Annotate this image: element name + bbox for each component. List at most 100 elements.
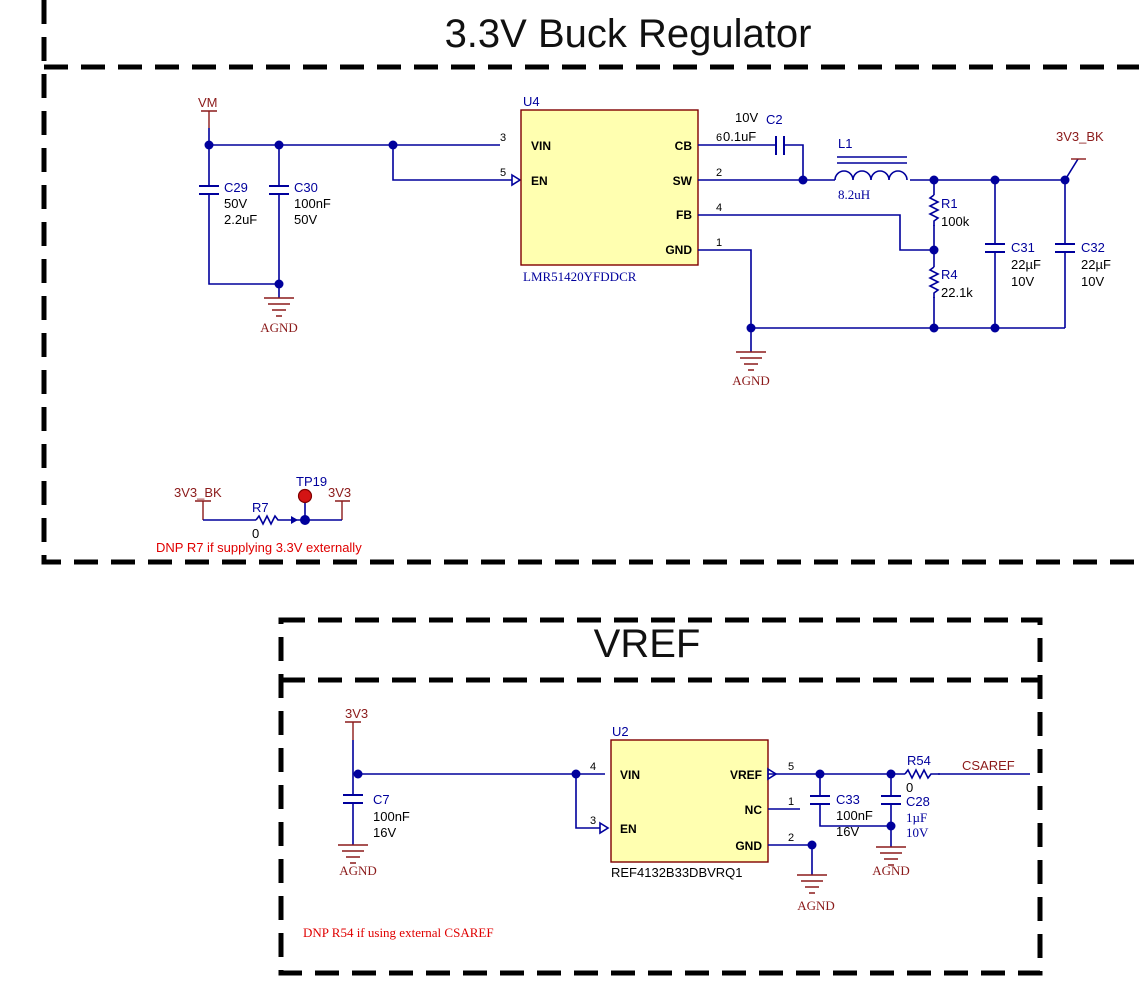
inductor-l1: L1 8.2uH — [834, 136, 908, 202]
c29-voltage: 50V — [224, 196, 247, 211]
resistor-r7 — [255, 514, 281, 526]
testpoint-tp19 — [297, 488, 313, 504]
c32-voltage: 10V — [1081, 274, 1104, 289]
capacitor-c32: C32 22µF 10V — [1055, 240, 1111, 289]
u2-ref: U2 — [612, 724, 629, 739]
tp19-ref: TP19 — [296, 474, 327, 489]
l1-value: 8.2uH — [838, 187, 870, 202]
c31-voltage: 10V — [1011, 274, 1034, 289]
c28-voltage: 10V — [906, 825, 929, 840]
u4-pinnum-fb: 4 — [716, 202, 722, 214]
c32-ref: C32 — [1081, 240, 1105, 255]
r4-value: 22.1k — [941, 285, 973, 300]
vref-section: VREF 3V3 C7 100nF 16V AGND U2 REF4132B33… — [278, 617, 1043, 976]
c2-ref: C2 — [766, 112, 783, 127]
capacitor-c33: C33 100nF 16V — [810, 792, 873, 839]
net-3v3-bk-label: 3V3_BK — [174, 485, 222, 500]
vref-section-title: VREF — [594, 622, 701, 666]
c31-value: 22µF — [1011, 257, 1041, 272]
u2-pinnum-vref: 5 — [788, 761, 794, 773]
u4-pin-cb: CB — [675, 139, 693, 153]
u4-pinnum-cb: 6 — [716, 132, 722, 144]
c7-value: 100nF — [373, 809, 410, 824]
ground-symbol-agnd-4: AGND — [872, 846, 910, 878]
r7-value: 0 — [252, 526, 259, 541]
ic-u2: U2 REF4132B33DBVRQ1 VIN EN VREF NC GND 4… — [590, 724, 794, 880]
c33-ref: C33 — [836, 792, 860, 807]
buck-section-title: 3.3V Buck Regulator — [445, 12, 812, 56]
resistor-r54: R54 — [904, 753, 940, 780]
r1-ref: R1 — [941, 196, 958, 211]
r54-ref: R54 — [907, 753, 931, 768]
vm-power-port: VM — [198, 95, 218, 128]
u2-pin-en: EN — [620, 822, 637, 836]
c33-value: 100nF — [836, 808, 873, 823]
u2-pin-nc: NC — [745, 803, 763, 817]
vref-power-port-3v3: 3V3 — [345, 706, 368, 740]
c30-voltage: 50V — [294, 212, 317, 227]
u4-pin-fb: FB — [676, 208, 692, 222]
c2-voltage: 10V — [735, 110, 758, 125]
r7-ref: R7 — [252, 500, 269, 515]
vref-frame — [278, 617, 1043, 976]
u4-part-number: LMR51420YFDDCR — [523, 269, 637, 284]
r4-ref: R4 — [941, 267, 958, 282]
net-3v3-label: 3V3 — [328, 485, 351, 500]
u4-pin-vin: VIN — [531, 139, 551, 153]
out-net-label: 3V3_BK — [1056, 129, 1104, 144]
resistor-r4: R4 22.1k — [928, 266, 973, 300]
u2-part-number: REF4132B33DBVRQ1 — [611, 865, 743, 880]
capacitor-c2: 10V C2 0.1uF — [723, 110, 785, 155]
c32-value: 22µF — [1081, 257, 1111, 272]
capacitor-c30: C30 100nF 50V — [269, 180, 331, 227]
u4-pin-sw: SW — [673, 174, 693, 188]
r7-link-circuit: 3V3_BK 3V3 R7 0 TP19 — [174, 474, 351, 541]
resistor-r1: R1 100k — [928, 194, 970, 229]
c29-ref: C29 — [224, 180, 248, 195]
agnd-label-4: AGND — [872, 863, 910, 878]
capacitor-c7: C7 100nF 16V — [343, 792, 410, 840]
l1-ref: L1 — [838, 136, 852, 151]
power-port-3v3-bk: 3V3_BK — [1056, 129, 1104, 160]
u4-pinnum-vin: 3 — [500, 132, 506, 144]
agnd-label-1: AGND — [260, 320, 298, 335]
capacitor-c29: C29 50V 2.2uF — [199, 180, 257, 227]
csaref-net-label: CSAREF — [962, 758, 1015, 773]
u2-pin-vref: VREF — [730, 768, 762, 782]
c30-value: 100nF — [294, 196, 331, 211]
ground-symbol-agnd-3: AGND — [338, 844, 377, 878]
buck-regulator-section: 3.3V Buck Regulator VM C29 50V 2.2uF C30… — [41, 0, 1139, 565]
u4-pin-en: EN — [531, 174, 548, 188]
u2-pin-gnd: GND — [735, 839, 762, 853]
u2-pinnum-nc: 1 — [788, 796, 794, 808]
capacitor-c28: 0 C28 1µF 10V — [881, 780, 930, 840]
c31-ref: C31 — [1011, 240, 1035, 255]
vref-in-net-label: 3V3 — [345, 706, 368, 721]
buck-dnp-note: DNP R7 if supplying 3.3V externally — [156, 540, 362, 555]
u4-pinnum-en: 5 — [500, 167, 506, 179]
u2-pin-vin: VIN — [620, 768, 640, 782]
r1-value: 100k — [941, 214, 970, 229]
u2-pinnum-gnd: 2 — [788, 832, 794, 844]
c33-voltage: 16V — [836, 824, 859, 839]
ground-symbol-agnd-1: AGND — [260, 297, 298, 335]
ic-u4: U4 LMR51420YFDDCR VIN EN CB SW FB GND 3 … — [500, 94, 722, 284]
r54-value: 0 — [906, 780, 913, 795]
sw-output-wire — [698, 144, 1079, 352]
u4-pinnum-gnd: 1 — [716, 237, 722, 249]
buck-frame-divider — [41, 0, 1139, 565]
c28-value: 1µF — [906, 810, 927, 825]
u4-pinnum-sw: 2 — [716, 167, 722, 179]
c2-value: 0.1uF — [723, 129, 756, 144]
c7-voltage: 16V — [373, 825, 396, 840]
vref-dnp-note: DNP R54 if using external CSAREF — [303, 925, 494, 940]
c7-ref: C7 — [373, 792, 390, 807]
c28-ref: C28 — [906, 794, 930, 809]
u4-ref: U4 — [523, 94, 540, 109]
u2-pinnum-vin: 4 — [590, 761, 596, 773]
agnd-label-3: AGND — [339, 863, 377, 878]
vref-output-wire — [768, 773, 1030, 875]
vm-net-label: VM — [198, 95, 218, 110]
agnd-label-5: AGND — [797, 898, 835, 913]
